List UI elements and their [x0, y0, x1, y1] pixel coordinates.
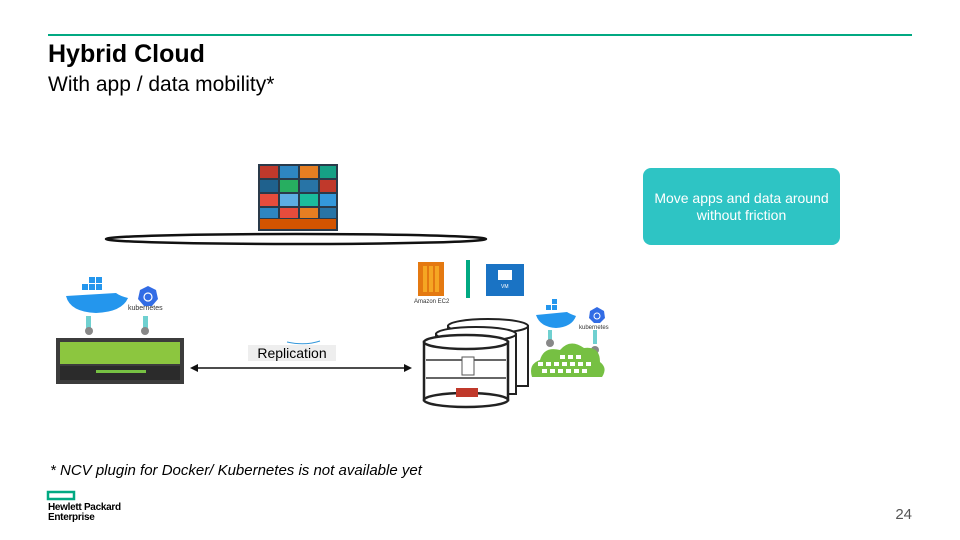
- docker-icon-right: [536, 299, 576, 328]
- docker-icon: [66, 277, 128, 313]
- top-accent-rule: [48, 34, 912, 36]
- slide-title: Hybrid Cloud: [48, 40, 205, 68]
- callout-box: Move apps and data around without fricti…: [643, 168, 840, 245]
- amazon-ec2-icon: [418, 262, 444, 296]
- kubernetes-icon-right: [589, 307, 605, 323]
- amazon-ec2-label: Amazon EC2: [414, 299, 450, 305]
- vm-label: VM: [501, 284, 509, 290]
- page-number: 24: [895, 506, 912, 523]
- slide-subtitle: With app / data mobility*: [48, 73, 275, 96]
- replication-arrow: [190, 364, 412, 372]
- brand-line-1: Hewlett Packard: [48, 502, 121, 513]
- cloud-divider-bar: [466, 260, 470, 298]
- kubernetes-label-left: kubernetes: [128, 305, 163, 312]
- kubernetes-icon: [138, 286, 158, 306]
- brand-logo: Hewlett Packard Enterprise: [48, 503, 121, 523]
- footnote: * NCV plugin for Docker/ Kubernetes is n…: [50, 462, 422, 479]
- hpe-logo-icon: [46, 490, 76, 501]
- replication-label: Replication: [248, 345, 336, 361]
- cloud-storage-cylinders: [422, 318, 529, 409]
- kubernetes-label-right: kubernetes: [579, 325, 609, 331]
- shipping-containers-image: [258, 164, 338, 231]
- brand-line-2: Enterprise: [48, 512, 95, 523]
- storage-array-image: [56, 338, 184, 384]
- transport-platform-ellipse: [104, 232, 488, 246]
- vm-icon: [486, 264, 524, 296]
- cloud-volumes-icon: [531, 343, 605, 377]
